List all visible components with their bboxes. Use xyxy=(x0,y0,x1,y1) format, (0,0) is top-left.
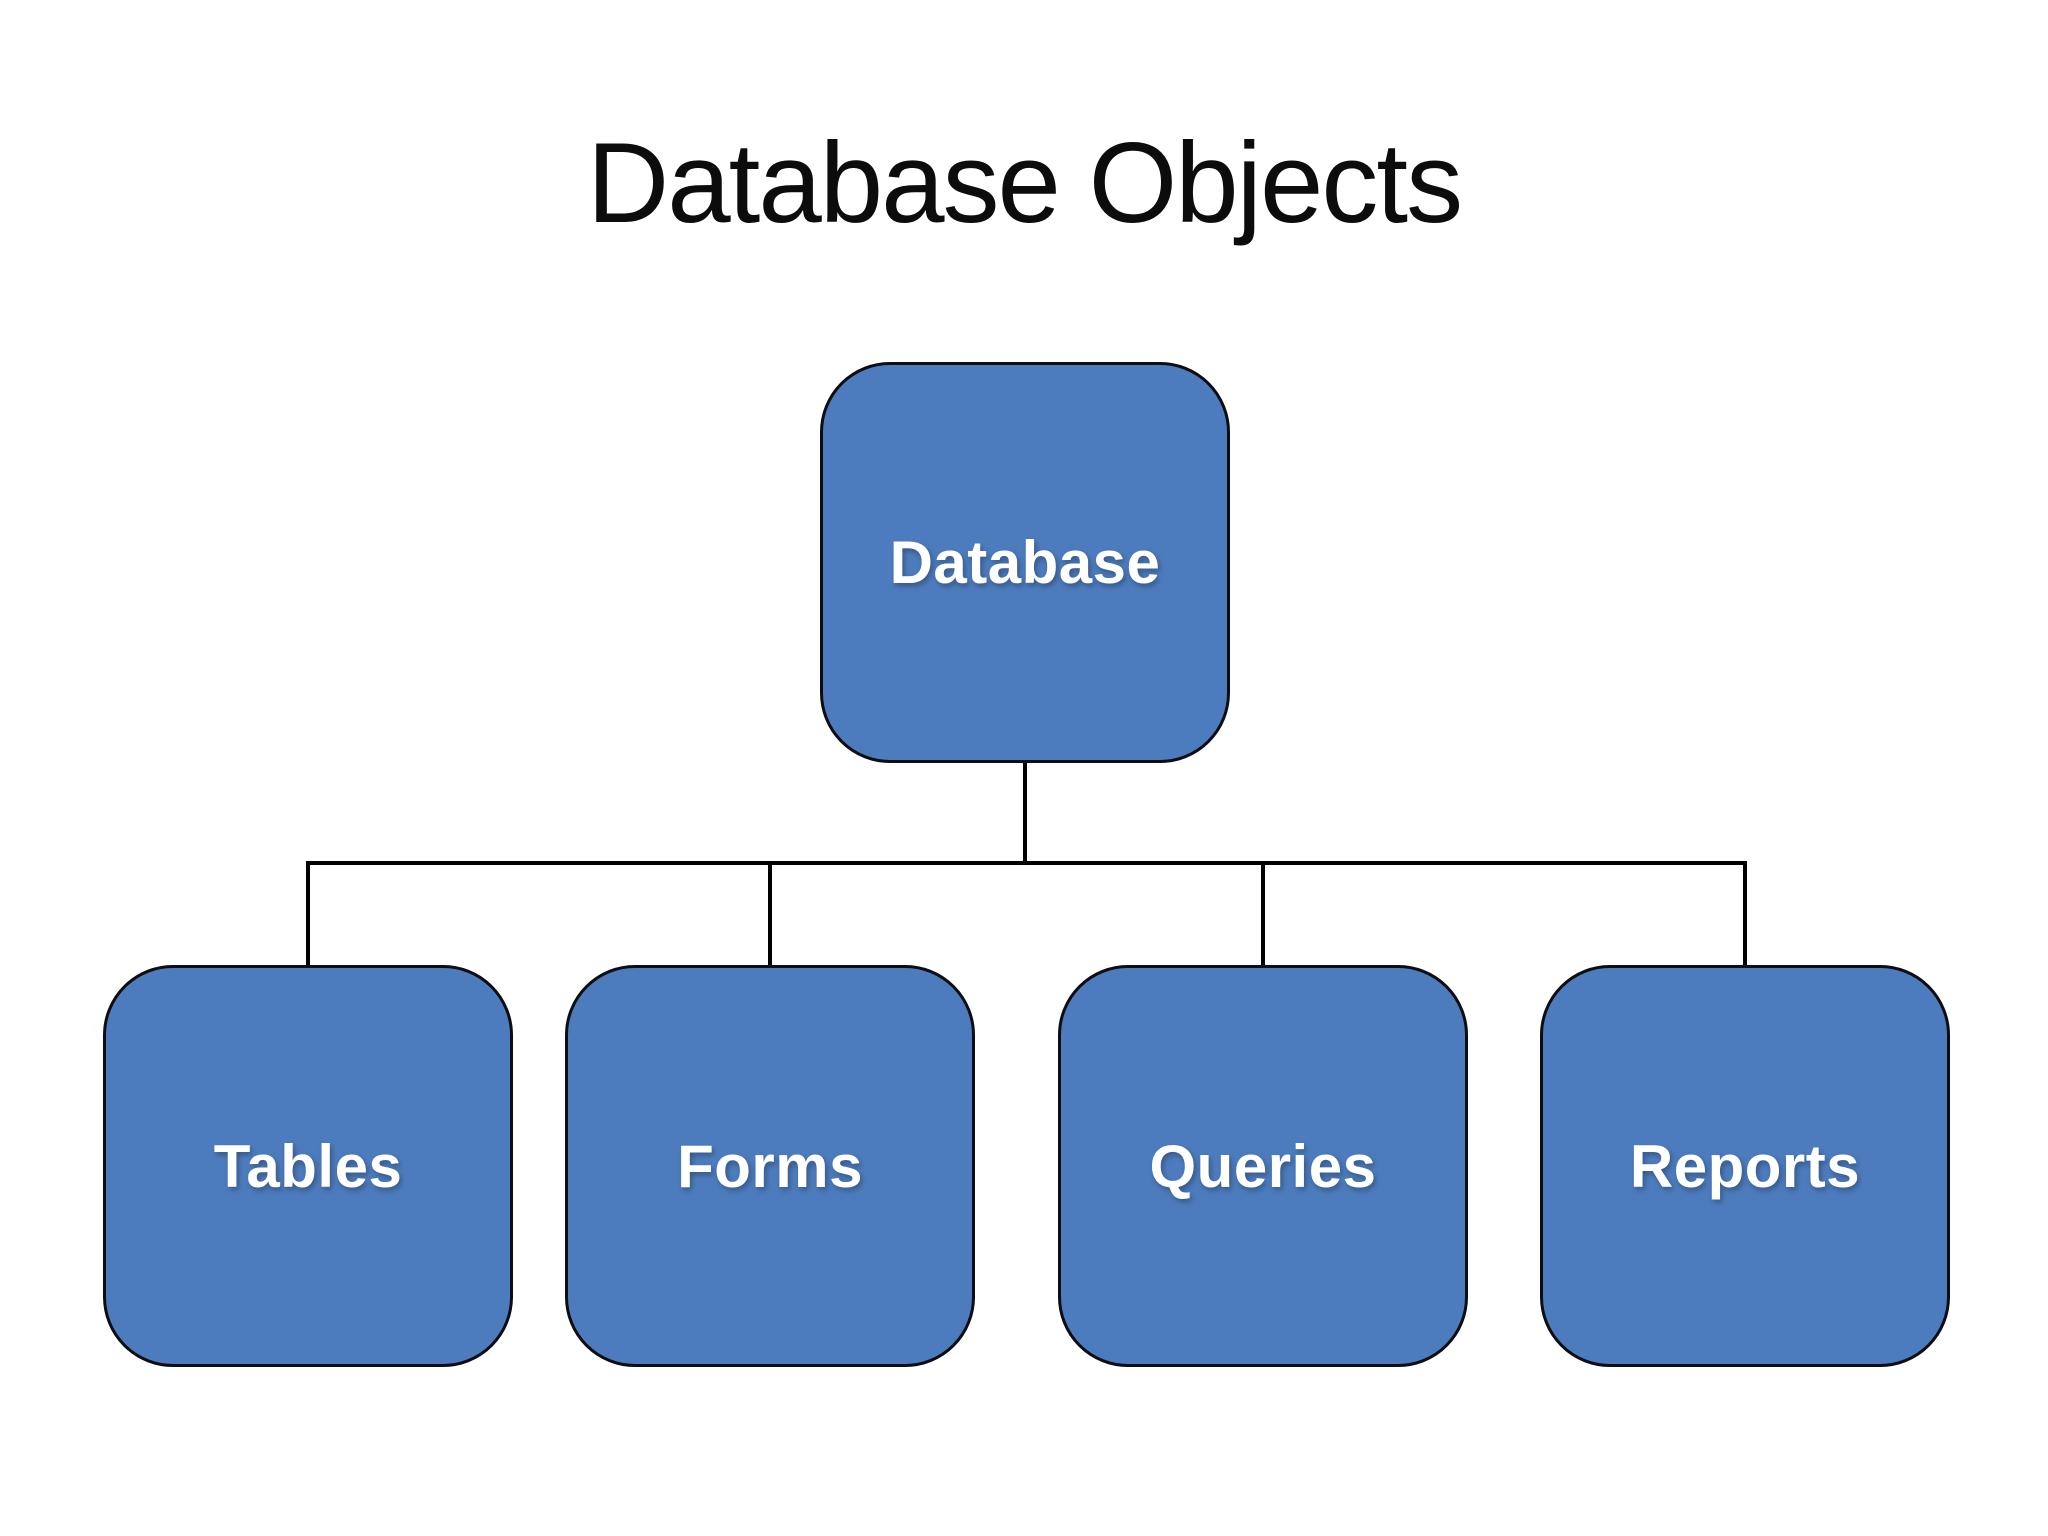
connector-branch-to-tables xyxy=(306,861,310,967)
connector-branch-to-forms xyxy=(768,861,772,967)
node-forms: Forms xyxy=(565,965,975,1367)
connector-branch-to-queries xyxy=(1261,861,1265,967)
node-database: Database xyxy=(820,362,1230,763)
node-database-label: Database xyxy=(889,529,1161,596)
connector-branch-to-reports xyxy=(1743,861,1747,967)
connector-root-to-branch xyxy=(1023,762,1027,865)
connector-branch-horizontal xyxy=(306,861,1747,865)
page-title: Database Objects xyxy=(586,120,1463,247)
node-queries: Queries xyxy=(1058,965,1468,1367)
node-queries-label: Queries xyxy=(1149,1132,1377,1200)
node-forms-label: Forms xyxy=(677,1132,863,1200)
node-reports: Reports xyxy=(1540,965,1950,1367)
node-tables-label: Tables xyxy=(213,1132,403,1200)
node-tables: Tables xyxy=(103,965,513,1367)
node-reports-label: Reports xyxy=(1629,1132,1861,1200)
